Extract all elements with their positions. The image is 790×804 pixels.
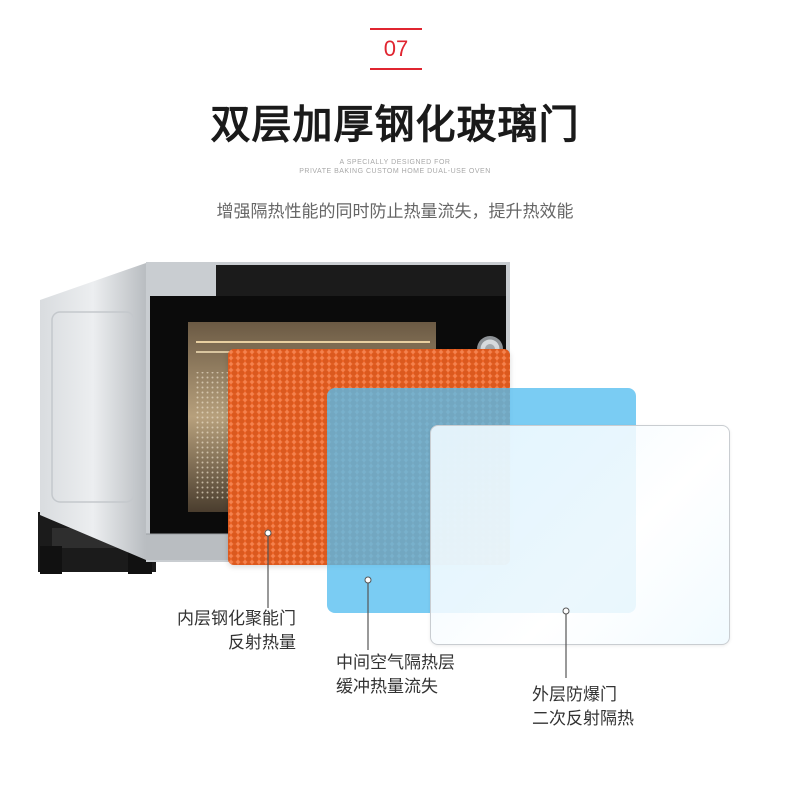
callout-outer-line-2: 二次反射隔热: [532, 709, 634, 729]
outer-door-panel: [430, 425, 730, 645]
subtitle-en-line-2: PRIVATE BAKING CUSTOM HOME DUAL-USE OVEN: [299, 168, 491, 175]
page-title: 双层加厚钢化玻璃门: [210, 102, 580, 148]
callout-middle: 中间空气隔热层 缓冲热量流失: [336, 651, 516, 699]
callout-middle-line-1: 中间空气隔热层: [336, 653, 455, 673]
oven-side: [40, 263, 146, 560]
section-number-frame: [370, 28, 422, 70]
callout-inner-line-1: 内层钢化聚能门: [177, 609, 296, 629]
callout-outer: 外层防爆门 二次反射隔热: [532, 683, 712, 731]
control-strip: [216, 265, 506, 299]
callout-outer-line-1: 外层防爆门: [532, 685, 617, 705]
callout-inner: 内层钢化聚能门 反射热量: [120, 607, 296, 655]
callout-inner-line-2: 反射热量: [228, 633, 296, 653]
section-number: 07: [383, 36, 409, 61]
subtitle-en-line-1: A SPECIALLY DESIGNED FOR: [339, 159, 451, 166]
callout-middle-line-2: 缓冲热量流失: [336, 677, 438, 697]
feature-description: 增强隔热性能的同时防止热量流失，提升热效能: [216, 202, 574, 222]
